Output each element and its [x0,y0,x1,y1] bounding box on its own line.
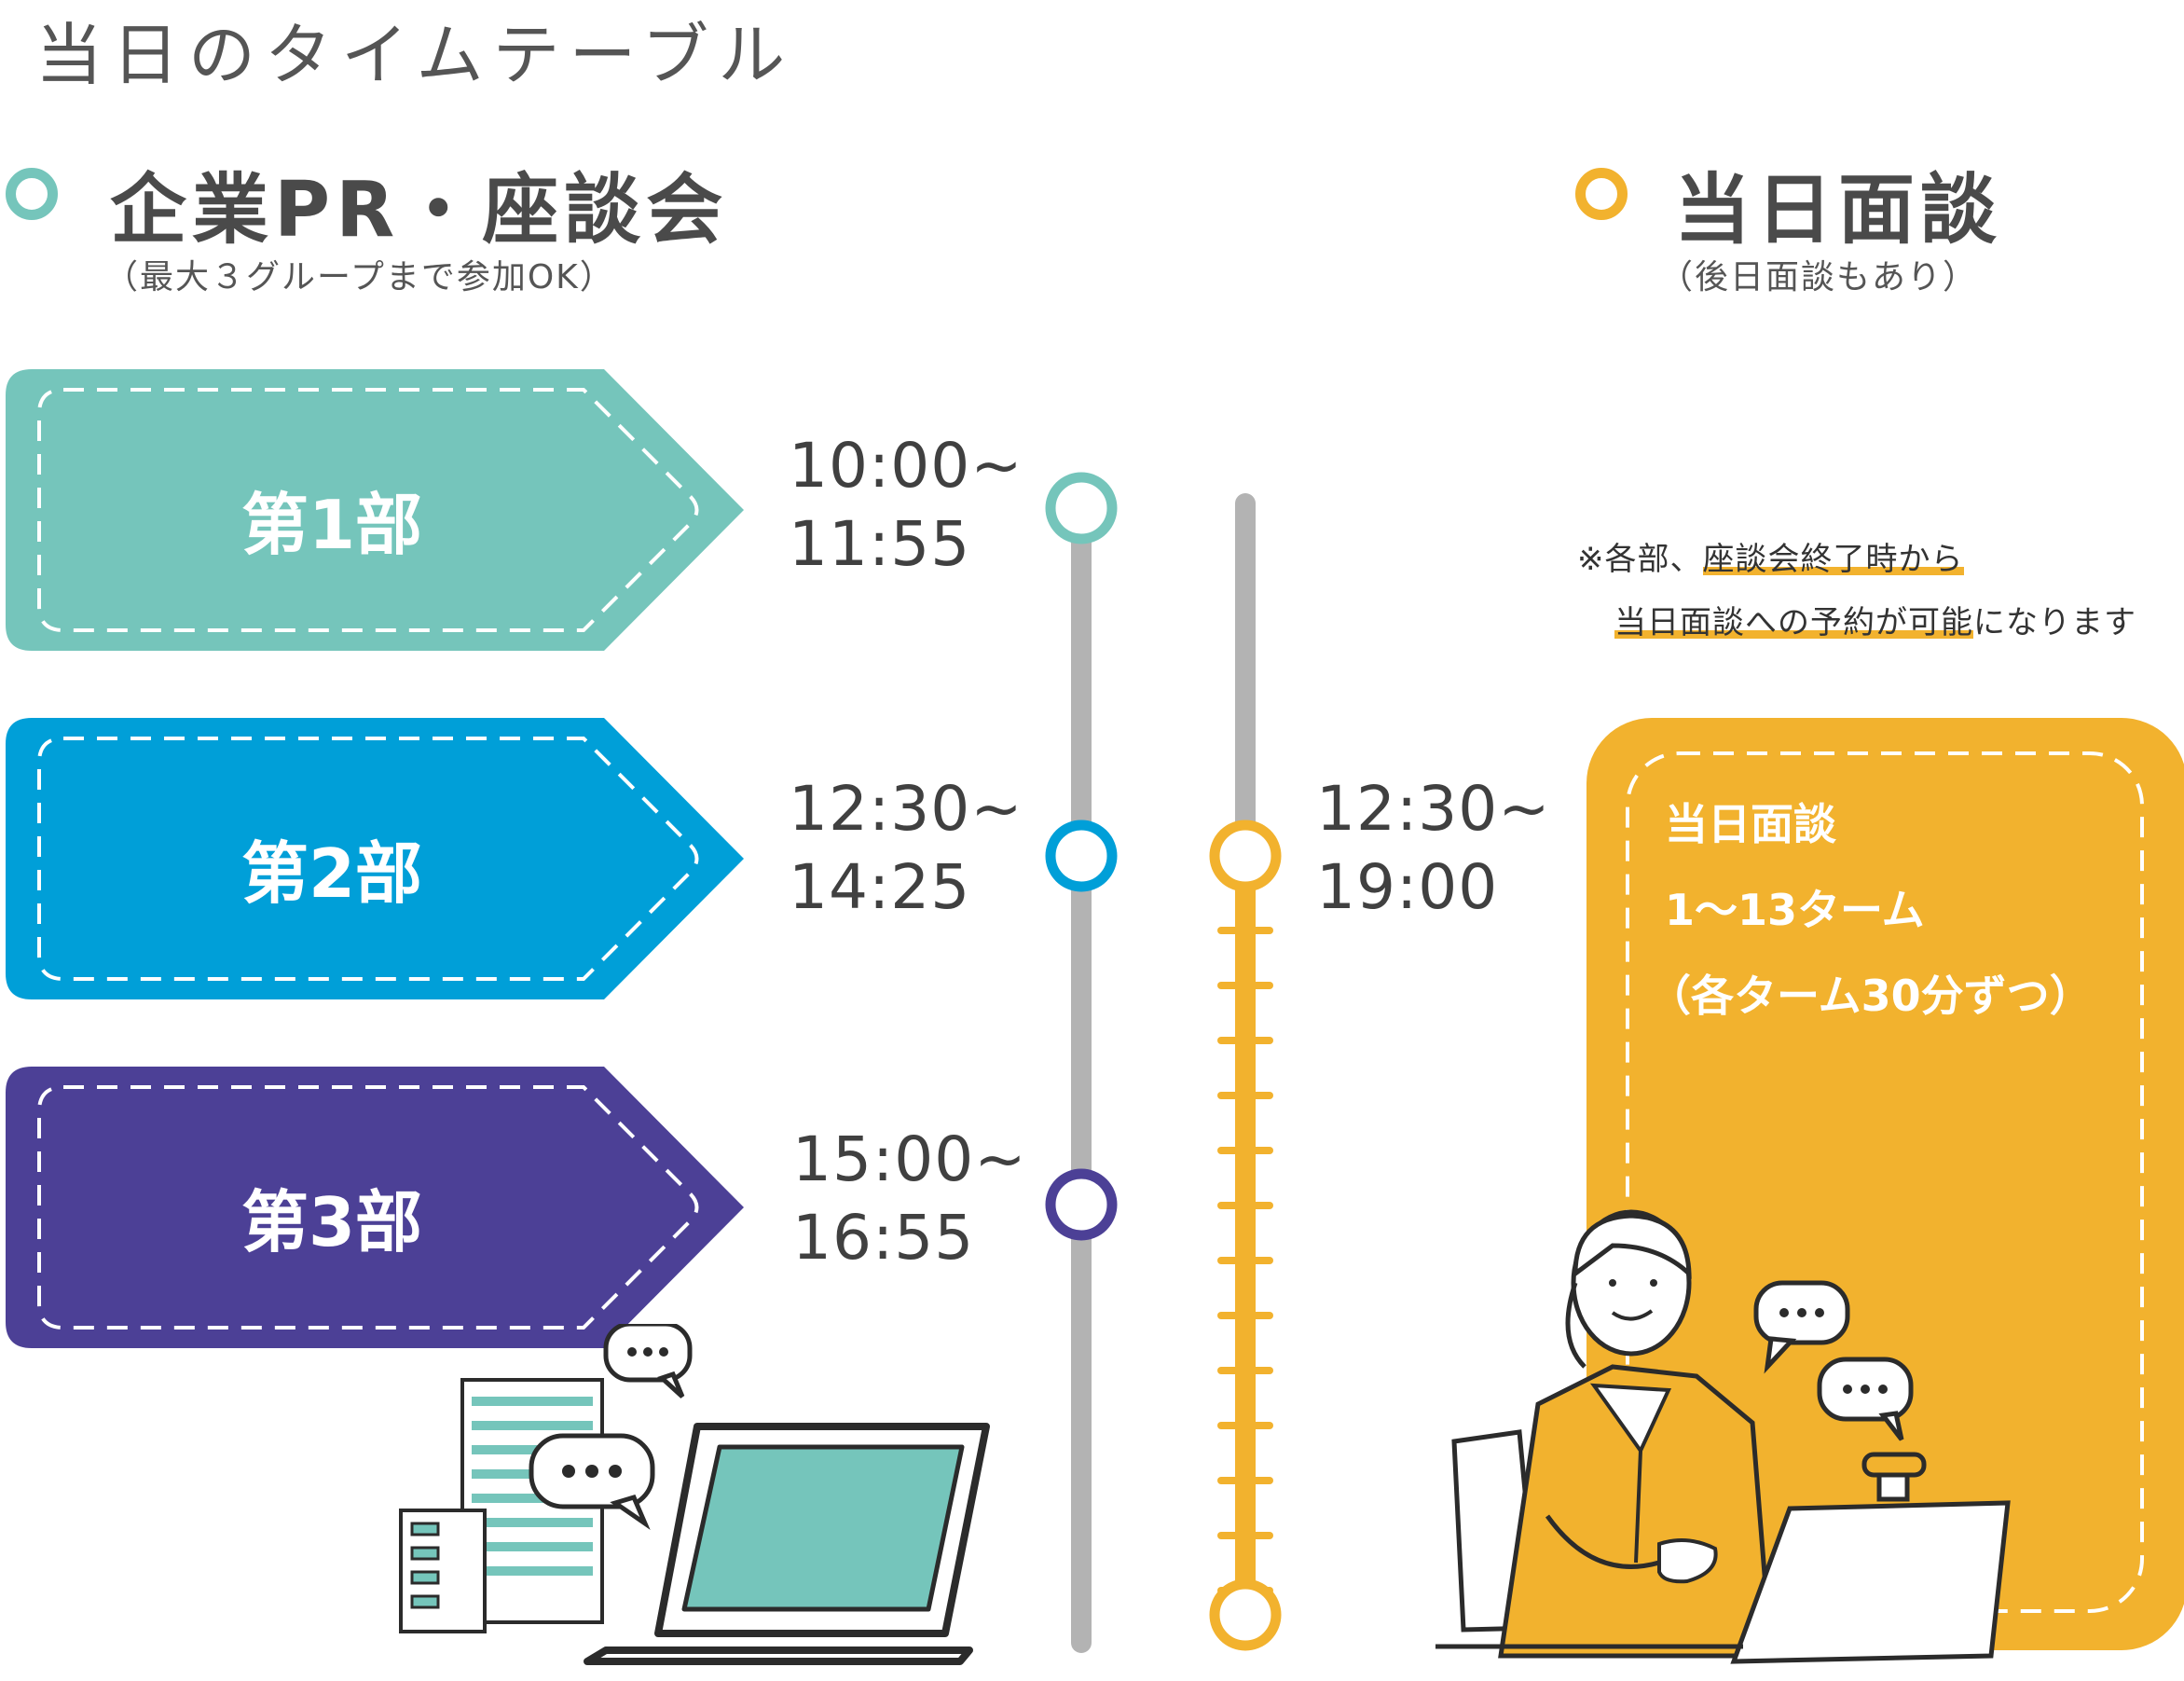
pr-legend-ring-icon [6,168,58,220]
session-3-arrow: 第3部 [6,1067,751,1348]
note-prefix: ※各部、 [1577,541,1703,578]
interview-card-title: 当日面談 [1665,799,1836,849]
laptop-icon [584,1423,990,1665]
note-highlight-2: 当日面談への予約が可能 [1614,604,1973,641]
arrow-shape-1 [6,369,744,651]
pr-legend-label: 企業PR・座談会 [110,166,729,255]
office-laptop-illustration [399,1324,990,1665]
laptop-icon [1730,1500,2011,1664]
interview-legend-label: 当日面談 [1674,166,2003,255]
session-1-arrow: 第1部 [6,369,751,651]
reservation-note-line-2: 当日面談への予約が可能になります [1614,597,2136,642]
session-2-arrow: 第2部 [6,718,751,999]
pr-legend-sub: （最大３グループまで参加OK） [104,258,615,296]
arrow-shape-2 [6,718,744,999]
session-2-label: 第2部 [240,834,423,913]
reservation-note-line-1: ※各部、座談会終了時から [1577,533,1964,579]
page-title: 当日のタイムテーブル [35,16,795,94]
session-3-time: 15:00~ 16:55 [792,1123,1027,1274]
session-1-time: 10:00~ 11:55 [789,430,1023,580]
note-suffix: になります [1973,604,2136,641]
interview-card-dashed-border [1626,751,2144,1613]
timeline-graphic [1045,472,1282,1653]
interview-legend-sub: （後日面談もあり） [1659,258,1979,296]
note-highlight-1: 座談会終了時から [1702,541,1964,578]
arrow-shape-3 [6,1067,744,1348]
interview-card-terms: 1～13ターム [1665,885,1925,935]
interview-legend-ring-icon [1575,168,1628,220]
interview-card-duration: （各ターム30分ずつ） [1648,971,2093,1021]
interview-time: 12:30~ 19:00 [1316,773,1551,923]
interviewer-illustration [1435,1209,2011,1664]
session-1-label: 第1部 [240,486,423,564]
session-3-label: 第3部 [240,1183,423,1261]
session-2-time: 12:30~ 14:25 [789,773,1023,923]
